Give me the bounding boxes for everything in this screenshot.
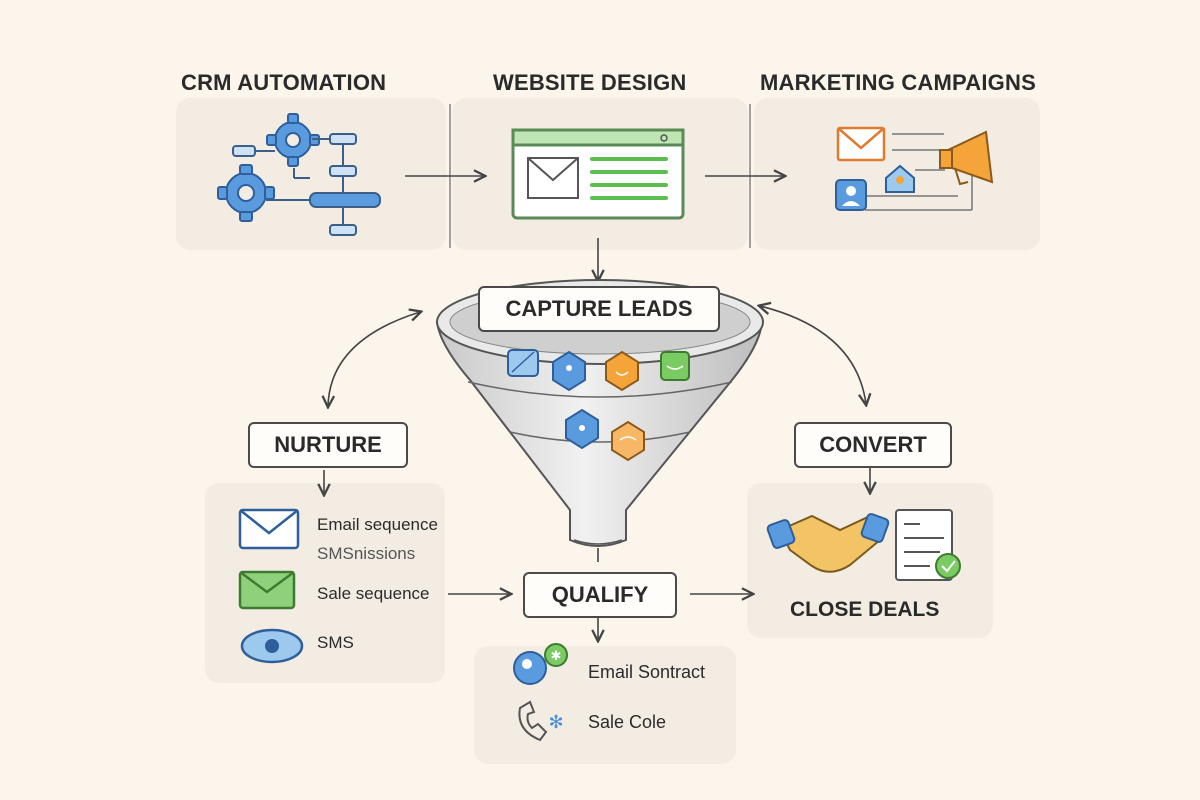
contract-icon bbox=[895, 509, 961, 581]
gear-icon bbox=[266, 113, 320, 167]
handshake-icon bbox=[766, 513, 890, 573]
capture-leads-label: CAPTURE LEADS bbox=[478, 286, 720, 332]
eye-icon bbox=[240, 628, 304, 664]
workflow-icon bbox=[232, 133, 381, 236]
svg-text:✱: ✱ bbox=[551, 648, 562, 663]
user-pin-icon bbox=[885, 164, 915, 193]
lead-icon bbox=[660, 351, 690, 381]
crm-automation-heading: CRM AUTOMATION bbox=[181, 70, 387, 95]
lead-icon bbox=[565, 408, 599, 450]
phone-icon: ✻ bbox=[518, 700, 564, 742]
nurture-item-sms: SMS bbox=[317, 633, 354, 652]
arrow bbox=[760, 306, 866, 404]
convert-label: CONVERT bbox=[794, 422, 952, 468]
campaign-lines bbox=[865, 133, 973, 211]
marketing-campaigns-heading: MARKETING CAMPAIGNS bbox=[760, 70, 1036, 95]
envelope-icon bbox=[238, 508, 300, 550]
lead-icon bbox=[611, 420, 645, 462]
gear-icon bbox=[217, 164, 275, 222]
arrow bbox=[328, 312, 420, 406]
qualify-label: QUALIFY bbox=[523, 572, 677, 618]
user-badge-icon: ✱ bbox=[513, 643, 568, 685]
browser-window-icon bbox=[511, 128, 685, 220]
megaphone-icon bbox=[939, 130, 994, 186]
lead-icon bbox=[507, 349, 539, 377]
crm-panel bbox=[176, 98, 446, 250]
qualify-item-sale-cole: Sale Cole bbox=[588, 712, 667, 732]
nurture-label: NURTURE bbox=[248, 422, 408, 468]
svg-text:✻: ✻ bbox=[548, 712, 563, 732]
envelope-icon bbox=[836, 126, 886, 162]
green-envelope-icon bbox=[238, 570, 296, 610]
lead-icon bbox=[552, 350, 586, 392]
qualify-item-email-sontract: Email Sontract bbox=[588, 662, 706, 682]
lead-icon bbox=[605, 350, 639, 392]
nurture-item-sale-sequence: Sale sequence bbox=[317, 584, 430, 603]
user-card-icon bbox=[835, 179, 867, 211]
nurture-item-email-sequence: Email sequence bbox=[317, 515, 438, 534]
close-deals-label: CLOSE DEALS bbox=[790, 598, 940, 621]
nurture-item-smsnissions: SMSnissions bbox=[317, 544, 416, 563]
website-design-heading: WEBSITE DESIGN bbox=[493, 70, 687, 95]
